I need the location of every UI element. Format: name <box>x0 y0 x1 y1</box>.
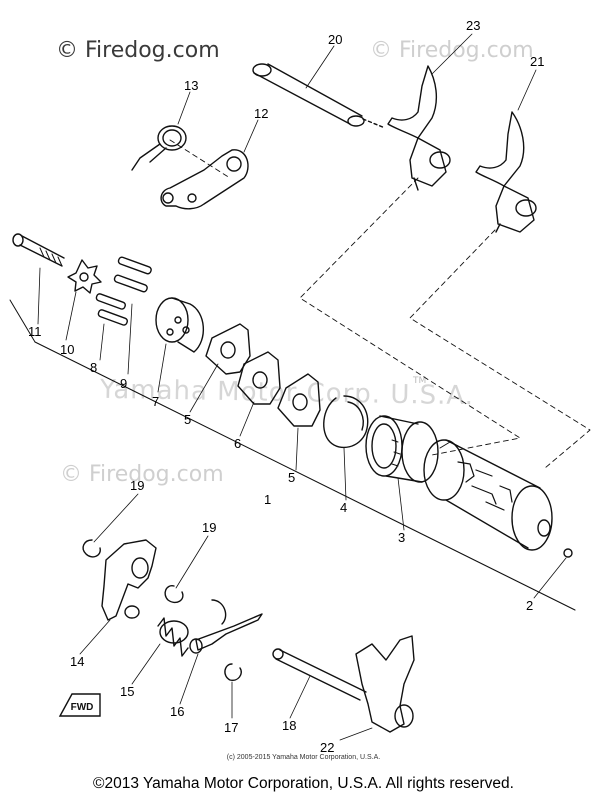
watermark-middle-left: © Firedog.com <box>60 462 224 487</box>
watermark-tm: TM <box>413 376 427 386</box>
circlip-19a-part <box>82 539 101 558</box>
callout-15: 15 <box>120 684 134 699</box>
spring-15-part <box>157 617 189 657</box>
callout-6: 6 <box>234 436 241 451</box>
callout-8: 8 <box>90 360 97 375</box>
bolt-11-part <box>12 233 65 267</box>
callout-16: 16 <box>170 704 184 719</box>
alignment-lines <box>169 139 591 469</box>
shift-fork-23-part <box>387 65 451 191</box>
callout-17: 17 <box>224 720 238 735</box>
guide-bar-18-part <box>272 648 367 701</box>
callout-21: 21 <box>530 54 544 69</box>
shift-fork-22-part <box>355 635 415 733</box>
fwd-label: FWD <box>71 702 94 713</box>
callout-1: 1 <box>264 492 271 507</box>
callout-7: 7 <box>152 394 159 409</box>
watermark-top-right: © Firedog.com <box>370 38 534 63</box>
shift-fork-21-part <box>475 111 537 233</box>
cam-plate-5b-part <box>277 373 321 427</box>
callout-19a: 19 <box>130 478 144 493</box>
lever-16-part <box>189 599 263 654</box>
watermark-top: © Firedog.com <box>56 38 220 63</box>
shift-drum-1-part <box>423 439 553 551</box>
callout-5a: 5 <box>184 412 191 427</box>
small-copyright: (c) 2005-2015 Yamaha Motor Corporation, … <box>226 754 381 761</box>
callout-22: 22 <box>320 740 334 755</box>
footer-copyright: ©2013 Yamaha Motor Corporation, U.S.A. A… <box>93 775 514 792</box>
callout-9: 9 <box>120 376 127 391</box>
callout-2: 2 <box>526 598 533 613</box>
callout-10: 10 <box>60 342 74 357</box>
assembly-axis-line <box>34 341 576 611</box>
callout-11: 11 <box>28 324 42 339</box>
callout-23: 23 <box>466 18 480 33</box>
star-plate-10-part <box>67 259 102 294</box>
axis-line-end <box>9 299 36 343</box>
callout-20: 20 <box>328 32 342 47</box>
callout-12: 12 <box>254 106 268 121</box>
callout-14: 14 <box>70 654 84 669</box>
shift-arm-14-part <box>101 539 157 621</box>
cam-plate-6-part <box>237 351 281 405</box>
bearing-3-part <box>365 415 439 483</box>
pins-part <box>95 256 152 326</box>
fwd-arrow-icon: FWD <box>58 693 101 717</box>
segment-7-part <box>155 297 205 353</box>
pin-2-part <box>563 548 573 558</box>
circlip-17-part <box>224 663 242 682</box>
callout-13: 13 <box>184 78 198 93</box>
circlip-19b-part <box>164 585 184 604</box>
shift-fork-shaft-part <box>252 63 386 129</box>
callout-19b: 19 <box>202 520 216 535</box>
callout-18: 18 <box>282 718 296 733</box>
callout-5b: 5 <box>288 470 295 485</box>
circlip-4-part <box>323 395 369 449</box>
callout-3: 3 <box>398 530 405 545</box>
spring-13-part <box>131 125 187 171</box>
callout-4: 4 <box>340 500 347 515</box>
leader-lines <box>37 33 567 741</box>
stopper-lever-12-part <box>160 149 249 210</box>
